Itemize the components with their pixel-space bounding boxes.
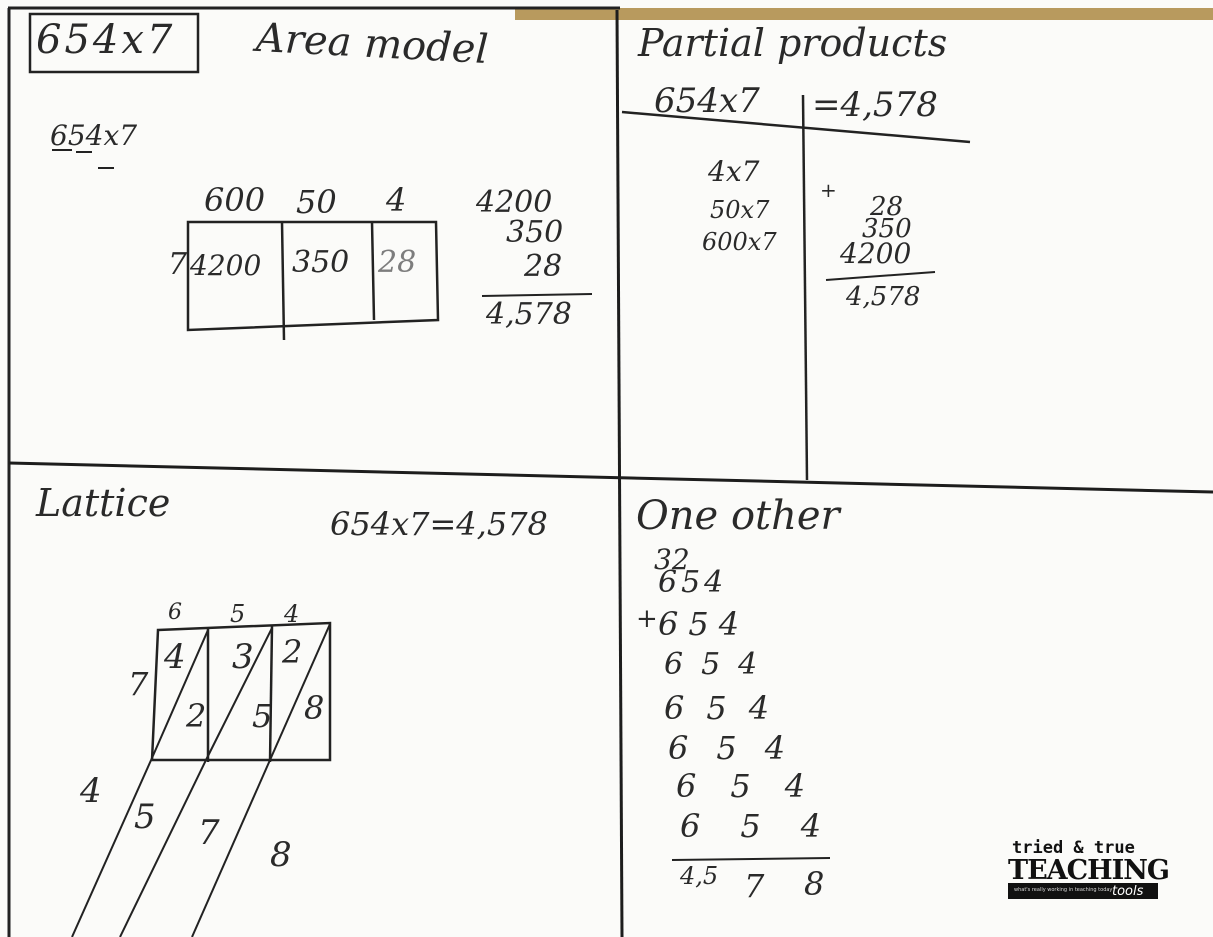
partial-equation-right: =4,578 [812, 88, 938, 122]
partial-equation-left: 654x7 [654, 84, 760, 118]
tchart-vertical [803, 95, 807, 480]
repeated-sum-line [672, 858, 830, 860]
repeated-total-prefix: 4,5 [680, 864, 718, 888]
place-value-tens: 50 [296, 186, 337, 218]
area-problem: 654x7 [50, 122, 137, 150]
lattice-top-digit-3: 4 [284, 602, 299, 626]
lattice-result-4: 8 [270, 838, 292, 872]
area-cell-ones: 28 [378, 248, 416, 278]
lattice-result-2: 5 [134, 800, 156, 834]
lattice-ones-3: 8 [304, 692, 324, 724]
lattice-result-1: 4 [80, 774, 102, 808]
addend-row-4: 654 [664, 692, 791, 724]
repeated-total-digit-2: 8 [804, 868, 824, 900]
lattice-top-digit-1: 6 [168, 602, 182, 624]
sum-addend-1: 4200 [476, 188, 552, 218]
repeated-plus-sign: + [636, 606, 658, 632]
area-divider-1 [282, 222, 284, 340]
partial-total: 4,578 [846, 284, 920, 310]
lattice-col-2 [270, 626, 272, 762]
sum-addend-2: 350 [506, 218, 563, 248]
lattice-tens-2: 3 [232, 640, 254, 674]
frame-edge [515, 8, 1213, 20]
partial-row-2: 50x7 [710, 198, 769, 222]
addend-row-5: 654 [668, 732, 813, 764]
area-multiplier: 7 [168, 250, 187, 280]
area-sum-line [482, 294, 592, 296]
repeated-total-digit-1: 7 [744, 870, 764, 902]
lattice-ext-2 [120, 760, 206, 937]
partial-sum-line [826, 272, 935, 280]
lattice-side-digit: 7 [128, 668, 148, 700]
partial-products-title: Partial products [638, 24, 947, 62]
logo-tagline: what's really working in teaching today [1014, 887, 1112, 893]
quadrant-divider-vertical [617, 10, 622, 937]
lattice-ones-1: 2 [186, 700, 206, 732]
lattice-result-3: 7 [198, 816, 220, 850]
quadrant-divider-horizontal [9, 463, 1213, 492]
partial-row-3: 600x7 [702, 230, 777, 254]
area-total: 4,578 [486, 300, 572, 330]
lattice-ones-2: 5 [252, 700, 272, 732]
logo-line3: tools [1112, 884, 1143, 899]
addend-row-3: 654 [664, 650, 775, 680]
area-divider-2 [372, 222, 374, 320]
logo-line2: TEACHING [1008, 855, 1169, 886]
area-cell-hundreds: 4200 [190, 252, 261, 280]
area-model-title: Area model [255, 18, 489, 70]
partial-product-3: 4200 [840, 240, 911, 268]
lattice-title: Lattice [36, 484, 170, 522]
place-value-hundreds: 600 [204, 184, 265, 216]
place-value-ones: 4 [386, 184, 406, 216]
one-other-title: One other [636, 496, 840, 536]
lattice-tens-3: 2 [282, 636, 302, 668]
lattice-top-digit-2: 5 [230, 602, 245, 626]
addend-row-6: 654 [676, 770, 839, 802]
addend-row-2: 654 [658, 608, 749, 640]
partial-row-1: 4x7 [708, 158, 759, 186]
area-cell-tens: 350 [292, 248, 349, 278]
addend-row-7: 654 [680, 810, 861, 842]
sum-addend-3: 28 [524, 252, 562, 282]
boxed-problem: 654x7 [36, 20, 175, 60]
partial-plus-sign: + [820, 180, 837, 200]
lattice-tens-1: 4 [164, 640, 186, 674]
addend-row-1: 654 [658, 568, 727, 598]
lattice-equation: 654x7=4,578 [330, 508, 548, 540]
